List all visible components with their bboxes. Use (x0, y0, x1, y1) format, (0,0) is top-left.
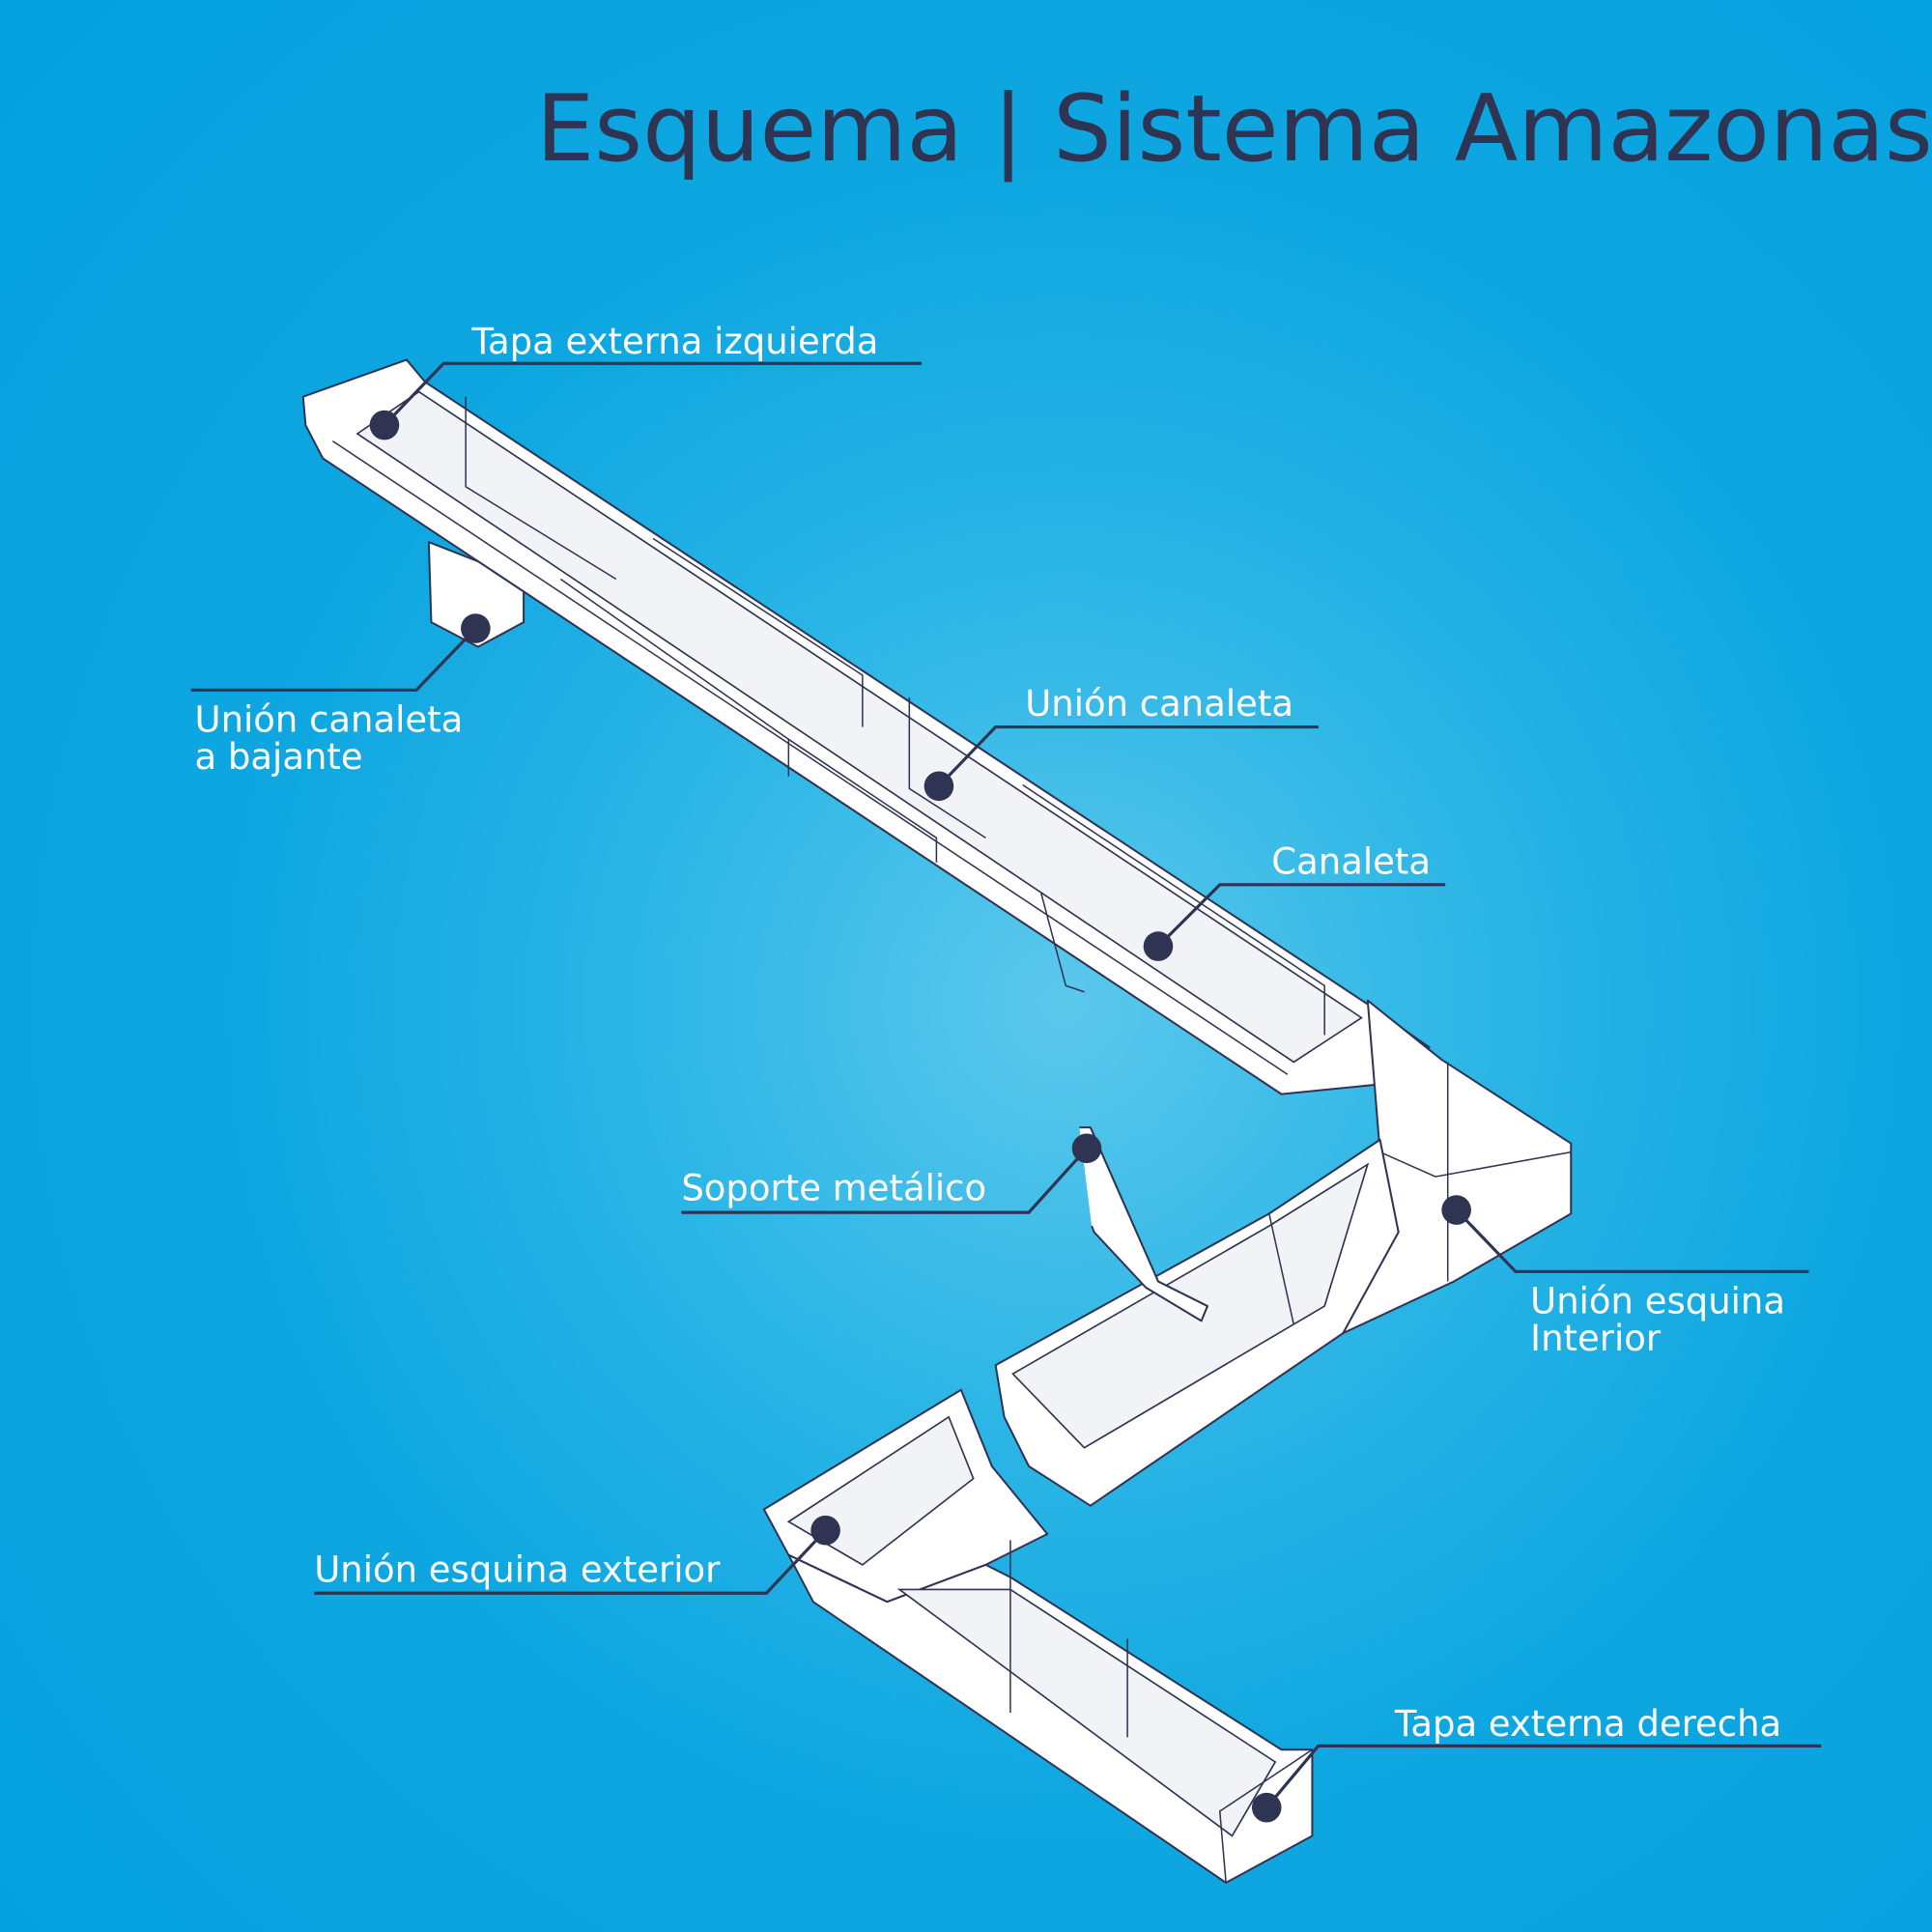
label-union-bajante-2: a bajante (195, 736, 363, 778)
marker-dot (369, 410, 400, 440)
callout-union-canaleta: Unión canaleta (923, 683, 1319, 802)
marker-dot (461, 613, 491, 643)
metal-support (1079, 1126, 1209, 1322)
label-union-canaleta: Unión canaleta (1025, 683, 1293, 724)
gutter-illustration (301, 358, 1573, 1884)
label-esquina-interior-1: Unión esquina (1530, 1281, 1785, 1322)
label-soporte-metalico: Soporte metálico (681, 1167, 986, 1208)
callout-union-bajante: Unión canaleta a bajante (190, 613, 491, 778)
label-esquina-exterior: Unión esquina exterior (314, 1549, 721, 1591)
marker-dot (1441, 1195, 1471, 1225)
bottom-gutter-run (787, 1553, 1314, 1884)
label-tapa-externa-izquierda: Tapa externa izquierda (471, 321, 879, 362)
marker-dot (1143, 931, 1174, 961)
marker-dot (1071, 1133, 1102, 1164)
callout-soporte: Soporte metálico (681, 1133, 1102, 1214)
callout-tapa-derecha: Tapa externa derecha (1251, 1703, 1822, 1823)
label-canaleta: Canaleta (1271, 840, 1431, 882)
label-union-bajante-1: Unión canaleta (195, 699, 464, 741)
callout-tapa-izquierda: Tapa externa izquierda (369, 321, 923, 440)
marker-dot (923, 771, 954, 802)
page-title: Esquema | Sistema Amazonas (536, 74, 1932, 184)
marker-dot (810, 1515, 840, 1546)
label-esquina-interior-2: Interior (1530, 1318, 1662, 1359)
marker-dot (1251, 1792, 1282, 1823)
callout-esquina-exterior: Unión esquina exterior (314, 1515, 840, 1595)
callout-esquina-interior: Unión esquina Interior (1441, 1195, 1809, 1359)
label-tapa-externa-derecha: Tapa externa derecha (1394, 1703, 1781, 1745)
callout-canaleta: Canaleta (1143, 840, 1446, 961)
